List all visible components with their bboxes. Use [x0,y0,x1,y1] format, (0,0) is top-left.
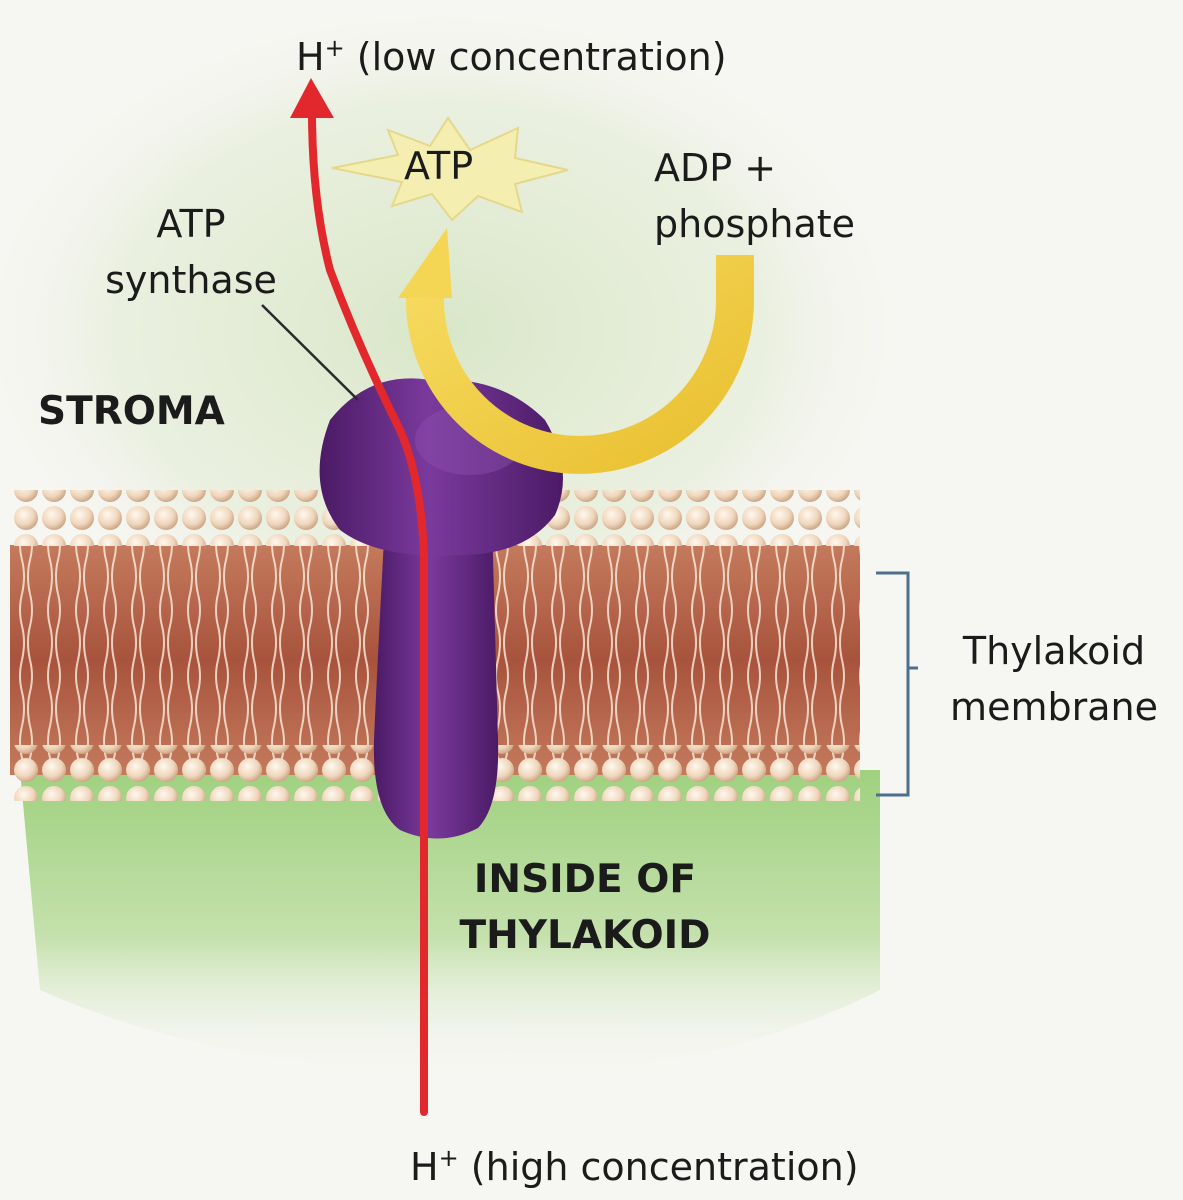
proton-flow-arrow [290,78,428,1116]
atp-synthase-line1: ATP [156,202,226,246]
atp-synthase-pointer [261,304,359,401]
atp-synthase-line2: synthase [105,258,277,302]
inside-thylakoid-label: INSIDE OF THYLAKOID [430,852,740,964]
atp-label: ATP [404,138,473,194]
adp-to-atp-arrow [398,228,754,474]
thylakoid-membrane-label: Thylakoid membrane [932,623,1176,735]
h-low-text: (low concentration) [356,35,727,79]
adp-line2: phosphate [654,202,856,246]
h-high-text: (high concentration) [470,1145,859,1189]
thylakoid-interior-region [20,770,880,1076]
atp-text: ATP [404,144,474,188]
h-high-charge: + [438,1144,459,1172]
stroma-label: STROMA [38,384,225,440]
h-low-concentration-label: H+ (low concentration) [296,20,727,85]
adp-phosphate-label: ADP + phosphate [654,140,855,252]
membrane-line1: Thylakoid [962,629,1146,673]
h-low-charge: + [324,34,345,62]
atp-synthase-label: ATP synthase [96,196,286,308]
stroma-text: STROMA [38,389,225,434]
inside-line2: THYLAKOID [459,913,711,958]
atp-burst [331,116,569,222]
h-high-ion: H [410,1145,439,1189]
adp-line1: ADP + [654,146,777,190]
h-high-concentration-label: H+ (high concentration) [410,1130,859,1195]
membrane-bracket [876,571,910,797]
inside-line1: INSIDE OF [473,857,697,902]
membrane-line2: membrane [950,685,1158,729]
h-low-ion: H [296,35,325,79]
